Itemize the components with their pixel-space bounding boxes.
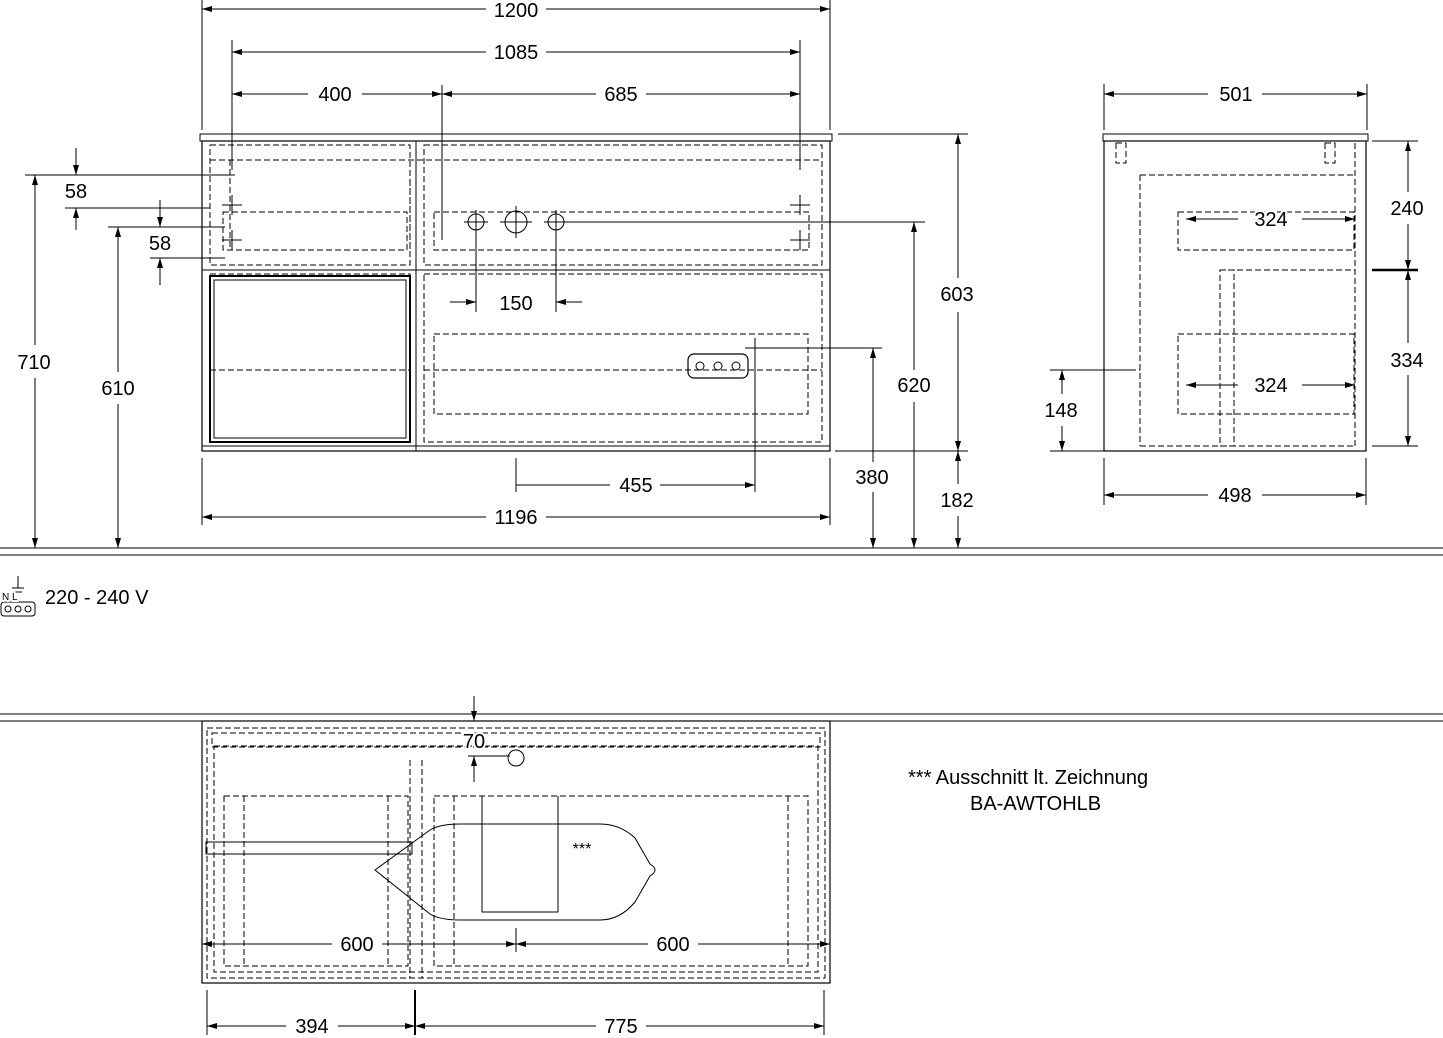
floor-line-top [0,547,1443,556]
dimension-labels: 1200 1085 400 685 58 58 710 610 150 603 … [15,0,1425,1038]
dim-58-second: 58 [149,233,171,255]
dim-240: 240 [1390,198,1423,220]
voltage-label: 220 - 240 V [45,587,149,609]
terminal-labels: N L [2,592,18,603]
dim-498: 498 [1218,485,1251,507]
dim-620: 620 [897,375,930,397]
dim-1085: 1085 [494,42,539,64]
dim-324-upper: 324 [1254,209,1287,231]
dim-603: 603 [940,284,973,306]
dim-182: 182 [940,490,973,512]
dim-58-top: 58 [65,181,87,203]
cutout-note: *** Ausschnitt lt. Zeichnung BA-AWTOHLB [906,765,1150,817]
dim-775: 775 [604,1016,637,1038]
dim-70: 70 [463,731,485,753]
side-view [1050,84,1418,505]
dim-610: 610 [101,378,134,400]
floor-line-bottom [0,713,1443,722]
dim-334: 334 [1390,350,1423,372]
dim-150: 150 [499,293,532,315]
dim-1200: 1200 [494,0,539,22]
dim-394: 394 [295,1016,328,1038]
dim-380: 380 [855,467,888,489]
note-line1: *** Ausschnitt lt. Zeichnung [908,767,1148,789]
front-view [25,0,968,548]
note-line2: BA-AWTOHLB [970,793,1101,815]
dim-1196: 1196 [494,507,537,529]
dim-685: 685 [604,84,637,106]
dim-324-lower: 324 [1254,375,1287,397]
dim-400: 400 [318,84,351,106]
dim-600-right: 600 [656,934,689,956]
dim-710: 710 [17,352,50,374]
dim-455: 455 [619,475,652,497]
dim-600-left: 600 [340,934,373,956]
cutout-marker: *** [573,841,592,858]
dim-148: 148 [1044,400,1077,422]
socket-symbol-icon [0,576,36,617]
plan-view [201,696,831,1035]
dim-501: 501 [1219,84,1252,106]
